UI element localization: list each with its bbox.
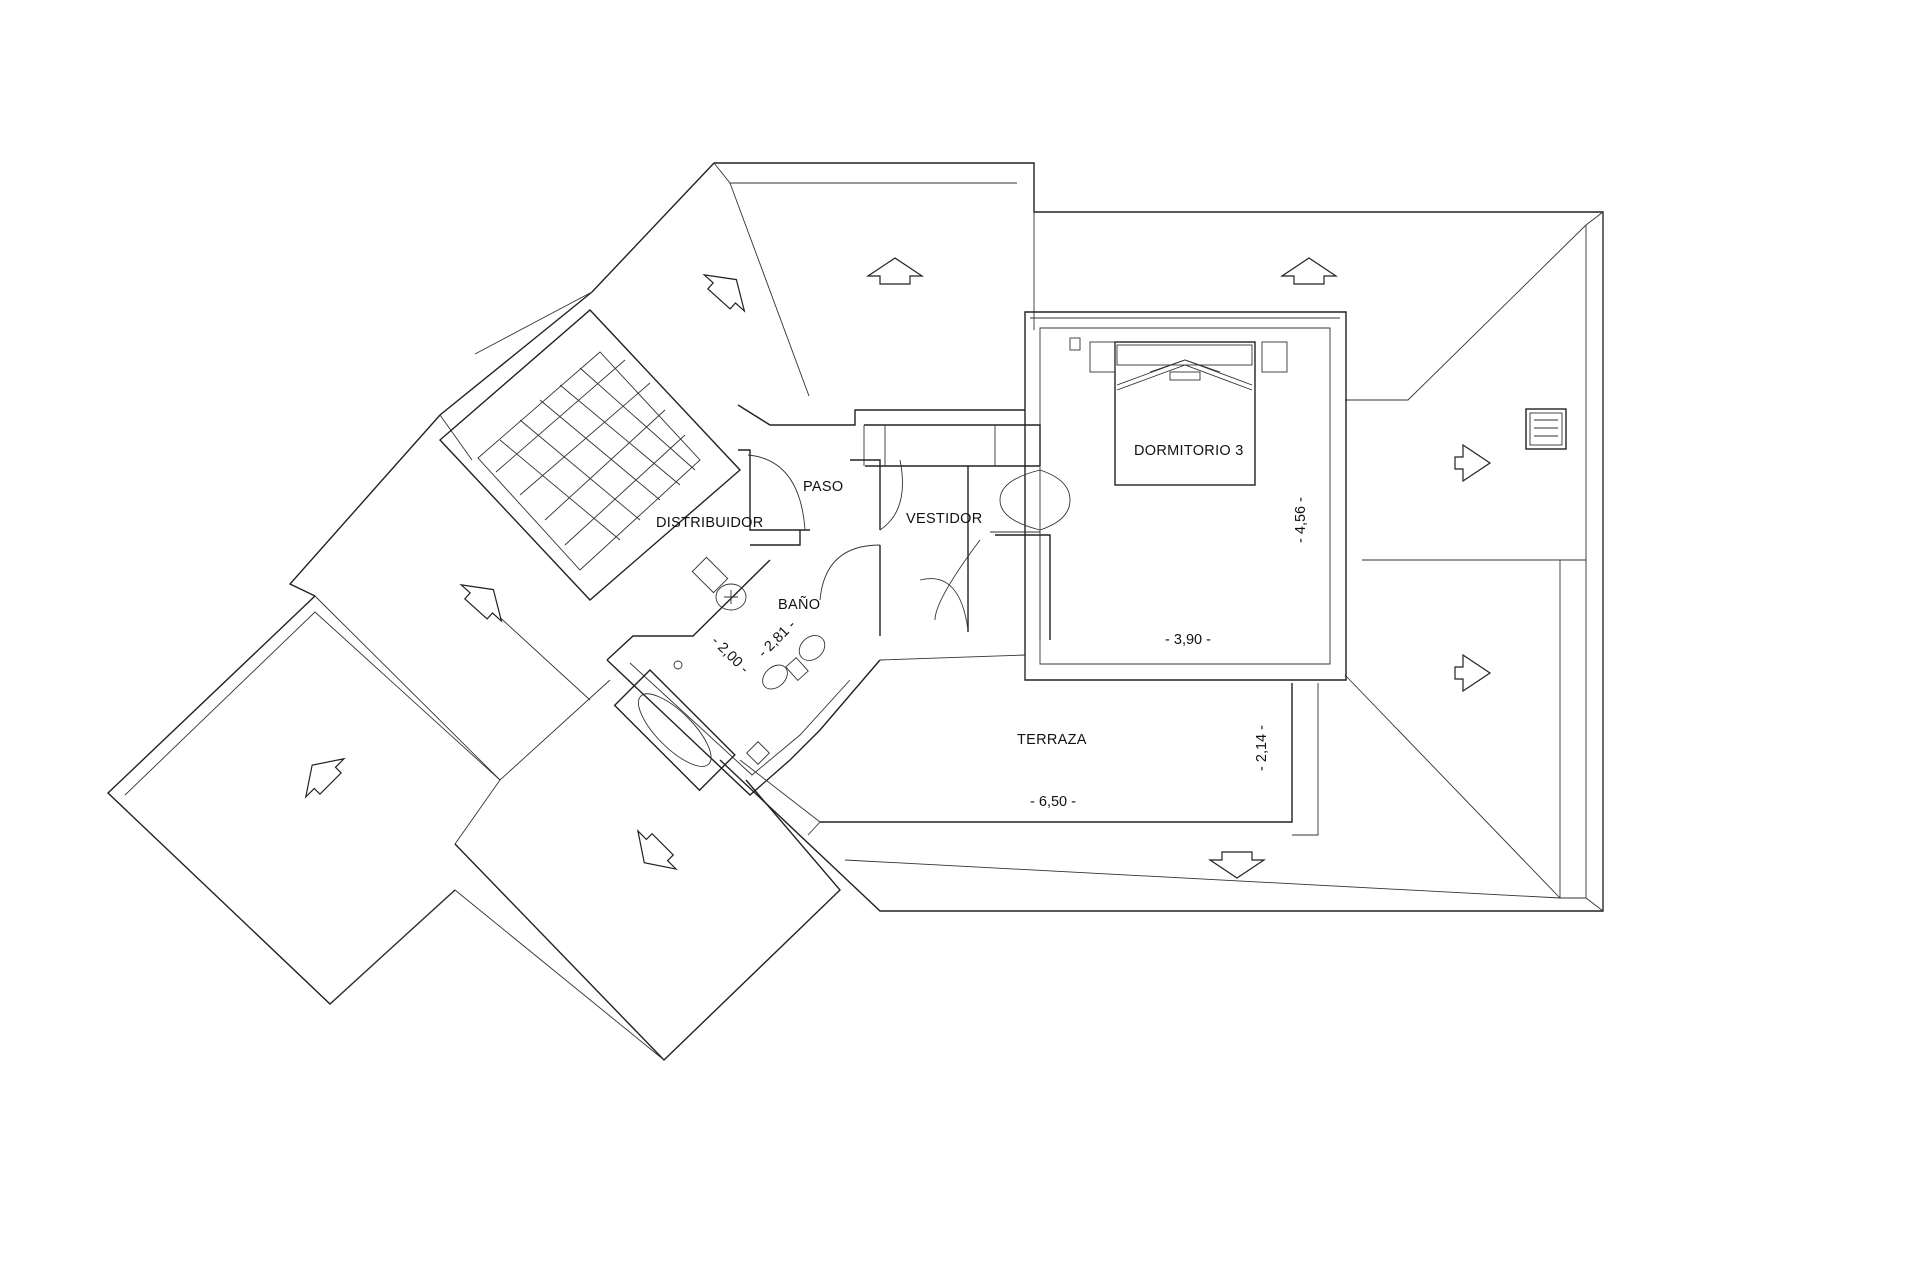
- roof-slope-arrow-icon: [702, 274, 746, 313]
- bathtub-icon: [613, 660, 736, 792]
- roof-slope-arrow-icon: [304, 757, 346, 799]
- room-label-dormitorio: DORMITORIO 3: [1134, 443, 1244, 459]
- room-labels: PASO DISTRIBUIDOR VESTIDOR DORMITORIO 3 …: [656, 443, 1244, 748]
- dim-bano-length: - 2,00 -: [708, 633, 752, 677]
- roof-slope-arrow-icon: [1208, 851, 1266, 879]
- roof-slope-arrow-icon: [636, 829, 678, 871]
- dim-dormitorio-height: - 4,56 -: [1293, 497, 1309, 543]
- room-label-terraza: TERRAZA: [1017, 732, 1087, 748]
- dim-terraza-depth: - 2,14 -: [1254, 725, 1270, 771]
- roof-slope-arrow-icon: [866, 257, 924, 285]
- room-label-distribuidor: DISTRIBUIDOR: [656, 515, 764, 531]
- dimension-labels: - 4,56 - - 3,90 - - 2,00 - - 2,81 - - 2,…: [708, 497, 1309, 810]
- wardrobe-panel-icon: [691, 556, 770, 765]
- room-label-paso: PASO: [803, 479, 843, 495]
- dim-terraza-width: - 6,50 -: [1030, 794, 1076, 810]
- room-label-vestidor: VESTIDOR: [906, 511, 983, 527]
- room-label-bano: BAÑO: [778, 596, 820, 613]
- roof-slope-arrow-icon: [1280, 257, 1338, 285]
- bed-icon: [1069, 337, 1288, 486]
- dim-dormitorio-width: - 3,90 -: [1165, 632, 1211, 648]
- sink-icon: [715, 583, 826, 661]
- roof-outline-left: [106, 162, 841, 1061]
- interior-walls: [606, 311, 1347, 836]
- toilet-icon: [762, 656, 809, 690]
- roof-slope-arrow-icon: [459, 584, 503, 623]
- dim-bano-width: - 2,81 -: [755, 617, 799, 661]
- roof-slope-arrow-icon: [1454, 443, 1492, 483]
- roof-slope-arrow-icon: [1454, 653, 1492, 693]
- roof-slope-arrows: [304, 257, 1492, 879]
- doors: [747, 454, 1071, 631]
- staircase: [438, 309, 742, 601]
- roof-outline-right: [713, 162, 1604, 912]
- skylight-icon: [1525, 408, 1567, 450]
